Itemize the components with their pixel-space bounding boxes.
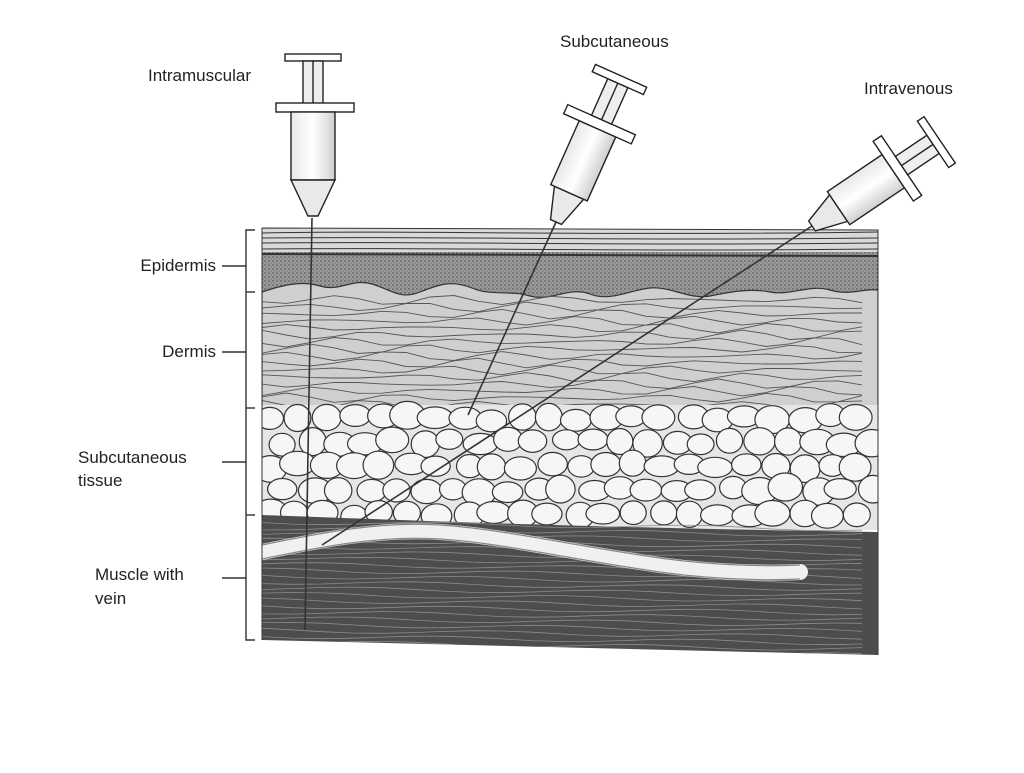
subcutaneous-label: Subcutaneous bbox=[560, 32, 669, 51]
muscle-label-line1: Muscle with bbox=[95, 565, 184, 584]
dermis-layer bbox=[262, 282, 878, 421]
intramuscular-label: Intramuscular bbox=[148, 66, 251, 85]
intramuscular-needle bbox=[304, 217, 313, 631]
subcutaneous-tissue-label-line2: tissue bbox=[78, 471, 123, 490]
epidermis-label: Epidermis bbox=[140, 256, 216, 275]
subcutaneous-needle bbox=[467, 221, 557, 416]
intravenous-label: Intravenous bbox=[864, 79, 953, 98]
intravenous-needle bbox=[321, 225, 813, 546]
subcutaneous-tissue-label-line1: Subcutaneous bbox=[78, 448, 187, 467]
intramuscular-syringe bbox=[275, 53, 355, 217]
intravenous-syringe bbox=[807, 115, 957, 232]
subcutaneous-syringe bbox=[549, 63, 648, 226]
dermis-label: Dermis bbox=[162, 342, 216, 361]
muscle-label-line2: vein bbox=[95, 589, 127, 608]
vein bbox=[262, 523, 808, 581]
muscle-layer bbox=[262, 515, 878, 655]
layer-bracket bbox=[222, 229, 255, 641]
